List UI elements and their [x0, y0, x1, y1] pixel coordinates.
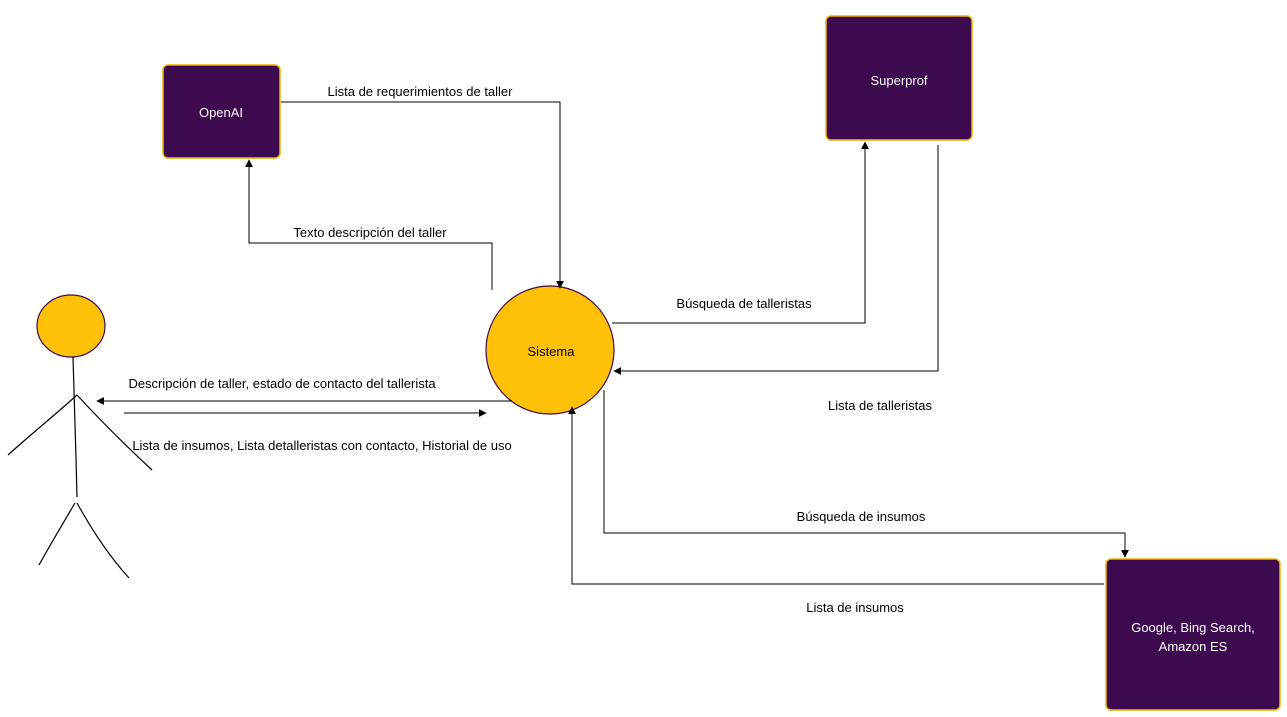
actor-leg-right: [76, 502, 130, 579]
actor-arm-right: [76, 394, 153, 471]
edge-tallerista-list: Lista de talleristas: [613, 145, 939, 413]
edge-tallerista-search-line: [612, 141, 869, 324]
actor-arm-left: [7, 394, 78, 456]
search-engines-box: [1105, 558, 1281, 711]
edge-supplies-search-line: [603, 390, 1129, 558]
actor-head: [36, 294, 106, 358]
search-engines-label-line2: Amazon ES: [1159, 639, 1228, 654]
sistema-label: Sistema: [528, 344, 576, 359]
openai-label: OpenAI: [199, 105, 243, 120]
search-engines-label-line1: Google, Bing Search,: [1131, 620, 1255, 635]
edge-tallerista-search: Búsqueda de talleristas: [612, 141, 869, 324]
superprof-node: Superprof: [825, 15, 973, 141]
edge-requirements-line: [281, 101, 564, 289]
edge-tallerista-list-label: Lista de talleristas: [828, 398, 933, 413]
user-actor: [7, 294, 153, 579]
edge-user-out: Lista de insumos, Lista detalleristas co…: [124, 409, 512, 453]
edge-requirements-label: Lista de requerimientos de taller: [328, 84, 514, 99]
edge-user-out-label: Lista de insumos, Lista detalleristas co…: [132, 438, 511, 453]
edge-user-in-label: Descripción de taller, estado de contact…: [128, 376, 436, 391]
edge-supplies-list-line: [568, 406, 1104, 585]
edge-user-in: Descripción de taller, estado de contact…: [96, 376, 512, 405]
sistema-node: Sistema: [485, 285, 615, 415]
openai-box: [162, 64, 281, 159]
openai-node: OpenAI: [162, 64, 281, 159]
edge-description-text: Texto descripción del taller: [245, 159, 493, 290]
edge-description-text-line: [245, 159, 493, 290]
edge-description-text-label: Texto descripción del taller: [293, 225, 447, 240]
edge-requirements: Lista de requerimientos de taller: [281, 84, 564, 289]
superprof-label: Superprof: [870, 73, 927, 88]
edge-supplies-list-label: Lista de insumos: [806, 600, 904, 615]
edge-tallerista-list-line: [613, 145, 939, 375]
edge-tallerista-search-label: Búsqueda de talleristas: [676, 296, 812, 311]
actor-body: [72, 356, 78, 498]
edge-supplies-list: Lista de insumos: [568, 406, 1104, 615]
edge-supplies-search-label: Búsqueda de insumos: [797, 509, 926, 524]
search-engines-node: Google, Bing Search, Amazon ES: [1105, 558, 1281, 711]
sistema-circle: [485, 285, 615, 415]
edge-supplies-search: Búsqueda de insumos: [603, 390, 1129, 558]
superprof-box: [825, 15, 973, 141]
actor-leg-left: [38, 502, 76, 566]
